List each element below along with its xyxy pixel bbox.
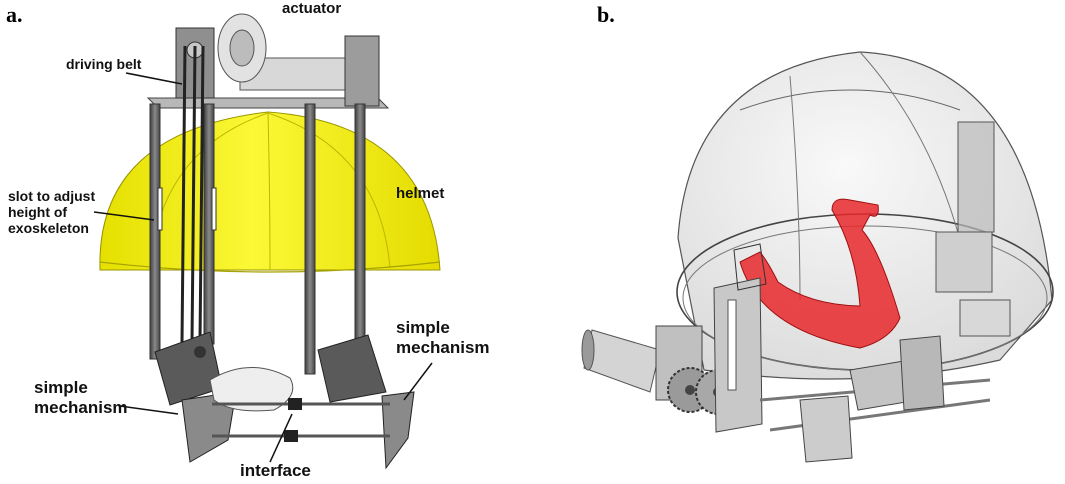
lower-frame <box>759 335 991 463</box>
right-bracket <box>935 121 1011 337</box>
panel-a-figure <box>93 13 441 470</box>
mandible-interface <box>209 367 390 442</box>
panel-a-letter: a. <box>6 2 23 27</box>
transparent-dome <box>676 51 1054 380</box>
label-simple-mechanism-right: simple mechanism <box>396 318 490 357</box>
label-simple-mechanism-left: simple mechanism <box>34 378 128 417</box>
gears <box>667 367 741 415</box>
label-helmet: helmet <box>396 185 445 202</box>
motor <box>581 325 703 401</box>
label-actuator: actuator <box>282 0 342 17</box>
panel-b-letter: b. <box>597 2 615 27</box>
right-mechanism <box>317 334 415 470</box>
label-driving-belt: driving belt <box>66 56 142 72</box>
left-mechanism <box>154 331 237 463</box>
actuator-assembly <box>175 13 380 107</box>
frame-posts <box>149 103 366 375</box>
mandible-model <box>739 198 901 349</box>
label-slot: slot to adjust height of exoskeleton <box>8 188 96 237</box>
callout-leaders <box>93 72 433 463</box>
driving-belts <box>180 45 205 343</box>
left-plate <box>713 243 767 433</box>
label-interface: interface <box>240 461 311 480</box>
